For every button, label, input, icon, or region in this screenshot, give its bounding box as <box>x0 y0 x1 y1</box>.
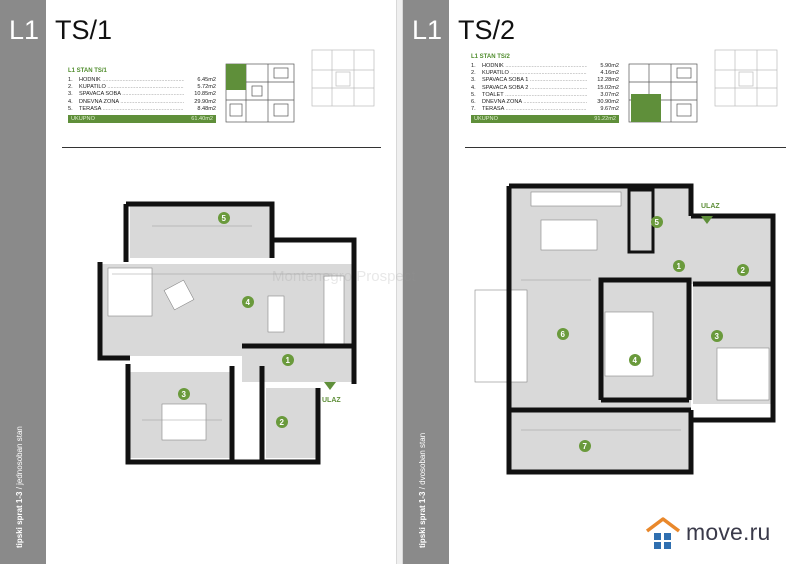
page-sidebar: L1 tipski sprat 1-3 / jednosoban stan <box>0 0 46 564</box>
house-logo-icon <box>645 517 681 549</box>
spec-title: L1 STAN TS/1 <box>68 68 107 74</box>
highlighted-unit <box>226 64 246 90</box>
spec-row: 1.HODNIK5.90m2 <box>471 63 619 70</box>
brand-name: move.ru <box>686 519 771 545</box>
spec-row: 4.DNEVNA ZONA29.90m2 <box>68 99 216 106</box>
room-marker: 3 <box>182 390 187 399</box>
spec-row: 2.KUPATILO5.72m2 <box>68 84 216 91</box>
building-outline-plan <box>714 49 778 107</box>
spec-row: 1.HODNIK6.45m2 <box>68 77 216 84</box>
room-marker: 1 <box>677 262 682 271</box>
spec-row: 7.TERASA9.67m2 <box>471 106 619 113</box>
divider-line <box>62 147 381 148</box>
room-marker: 3 <box>715 332 720 341</box>
building-key-plan <box>628 63 698 123</box>
room-marker: 4 <box>633 356 638 365</box>
building-key-plan <box>225 63 295 123</box>
page-sidebar: L1 tipski sprat 1-3 / dvosoban stan <box>403 0 449 564</box>
room-marker: 2 <box>280 418 285 427</box>
spec-row: 3.SPAVACA SOBA10.85m2 <box>68 91 216 98</box>
room-marker: 5 <box>655 218 660 227</box>
entry-label: ULAZ <box>322 397 341 404</box>
level-label: L1 <box>412 15 443 45</box>
entry-label: ULAZ <box>701 203 720 210</box>
room-marker: 5 <box>222 214 227 223</box>
unit-title: TS/2 <box>458 15 516 45</box>
spec-row: 5.TOALET3.07m2 <box>471 92 619 99</box>
spec-row: 6.DNEVNA ZONA30.90m2 <box>471 99 619 106</box>
spec-row: 4.SPAVACA SOBA 215.02m2 <box>471 85 619 92</box>
floor-plan-ts1: 5 4 1 3 2 ULAZ <box>97 201 357 465</box>
room-marker: 2 <box>741 266 746 275</box>
entry-arrow-icon <box>324 382 336 390</box>
floorplan-page-ts1: L1 tipski sprat 1-3 / jednosoban stan TS… <box>0 0 397 564</box>
level-label: L1 <box>9 15 40 45</box>
highlighted-unit <box>631 94 661 122</box>
divider-line <box>465 147 786 148</box>
floor-type-label: tipski sprat 1-3 / jednosoban stan <box>15 426 24 548</box>
spec-row: 5.TERASA8.48m2 <box>68 106 216 113</box>
floor-plan-ts2: 1 2 3 4 5 6 7 ULAZ <box>474 183 776 475</box>
floor-type-label: tipski sprat 1-3 / dvosoban stan <box>418 432 427 548</box>
entry-arrow-icon <box>701 216 713 224</box>
brand-logo: move.ru <box>644 515 784 553</box>
room-marker: 7 <box>583 442 588 451</box>
room-marker: 1 <box>286 356 291 365</box>
room-marker: 6 <box>561 330 566 339</box>
spec-row: 3.SPAVACA SOBA 112.28m2 <box>471 77 619 84</box>
spec-row: 2.KUPATILO4.16m2 <box>471 70 619 77</box>
watermark: Montenegro Prospect <box>272 268 416 285</box>
room-spec-table: L1 STAN TS/2 1.HODNIK5.90m2 2.KUPATILO4.… <box>471 54 619 124</box>
floorplan-page-ts2: L1 tipski sprat 1-3 / dvosoban stan TS/2… <box>402 0 800 564</box>
spec-title: L1 STAN TS/2 <box>471 54 510 60</box>
room-marker: 4 <box>246 298 251 307</box>
room-spec-table: L1 STAN TS/1 1.HODNIK6.45m2 2.KUPATILO5.… <box>68 68 216 123</box>
unit-title: TS/1 <box>55 15 113 45</box>
building-outline-plan <box>311 49 375 107</box>
